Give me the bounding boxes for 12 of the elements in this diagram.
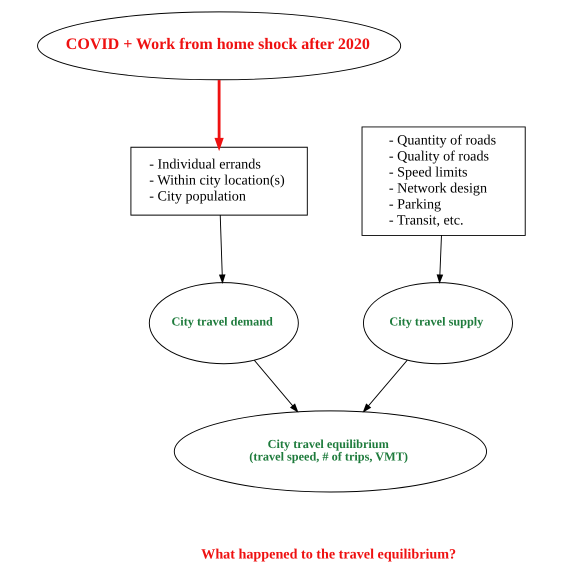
- node-box: - Individual errands - Within city location(s) - City population: [130, 146, 308, 216]
- label: What happened to the travel equilibrium?: [200, 546, 456, 563]
- arrow: [253, 360, 298, 413]
- arrow: [214, 80, 224, 152]
- node-ellipse: COVID + Work from home shock after 2020: [36, 11, 401, 80]
- arrow: [218, 214, 226, 284]
- node-ellipse: City travel demand: [148, 282, 298, 364]
- node-ellipse: City travel equilibrium (travel speed, # of trips, VMT): [173, 410, 487, 492]
- node-box: - Quantity of roads - Quality of roads - Speed limits - Network design - Parking - Transit, etc.: [361, 126, 526, 236]
- arrow: [362, 360, 408, 413]
- arrow: [436, 235, 443, 284]
- node-ellipse: City travel supply: [362, 282, 512, 364]
